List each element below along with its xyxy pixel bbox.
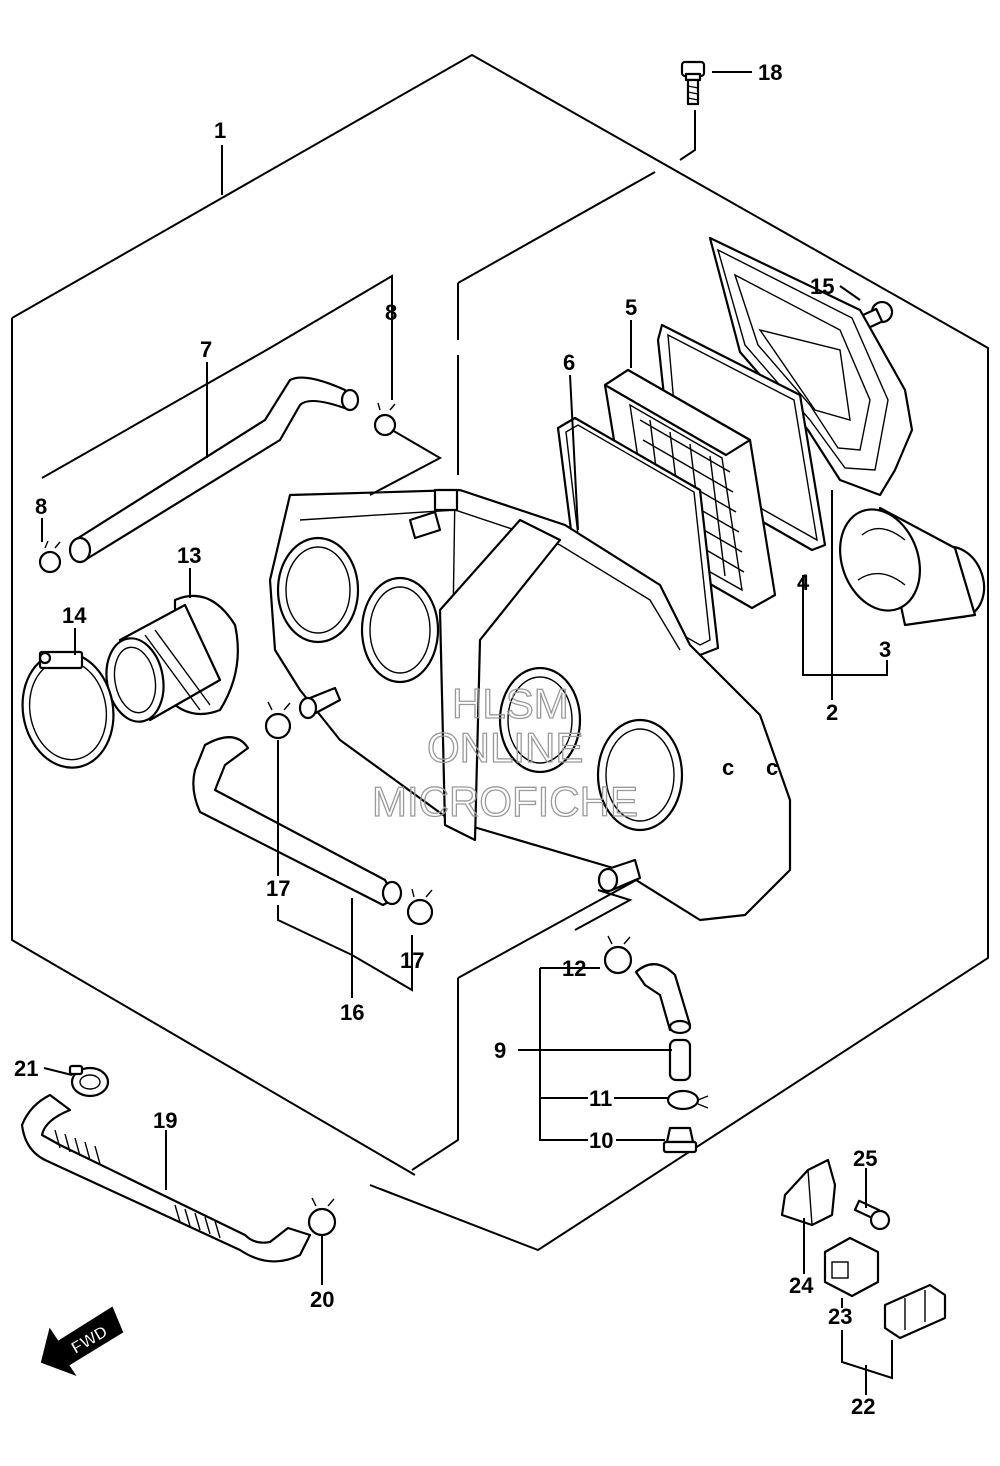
drain-plug-10 [662, 1126, 698, 1154]
watermark: HLSM ONLINE MICROFICHE [371, 679, 638, 825]
callout-8-upper: 8 [385, 300, 397, 325]
box-outlet-stubs [298, 686, 642, 893]
clamp-8-left [38, 540, 62, 574]
callout-7: 7 [200, 337, 212, 362]
callout-3: 3 [879, 637, 891, 662]
callout-23: 23 [828, 1304, 852, 1329]
callout-14: 14 [62, 603, 87, 628]
bolt-25 [853, 1199, 891, 1231]
callout-13: 13 [177, 543, 201, 568]
clamp-21 [68, 1064, 110, 1098]
breather-hose-17 [192, 736, 403, 907]
clamp-11 [666, 1089, 709, 1111]
callout-22: 22 [851, 1394, 875, 1419]
watermark-line2: ONLINE [427, 724, 583, 771]
clamp-17-left [264, 701, 292, 740]
hose-clamp-14 [21, 650, 115, 769]
callout-20: 20 [310, 1287, 334, 1312]
intake-funnel [839, 506, 986, 627]
callout-21: 21 [14, 1056, 38, 1081]
air-cleaner-box: c c [268, 488, 792, 922]
clamp-20 [307, 1197, 337, 1237]
callout-6: 6 [563, 350, 575, 375]
callout-4: 4 [797, 570, 810, 595]
callout-11: 11 [589, 1086, 612, 1111]
callout-5: 5 [625, 295, 637, 320]
connector-22 [883, 1283, 947, 1340]
callout-24: 24 [789, 1273, 814, 1298]
callout-15: 15 [810, 274, 834, 299]
watermark-line1: HLSM [452, 680, 569, 727]
intake-boot-13 [105, 594, 239, 723]
callout-8-lower: 8 [35, 494, 47, 519]
bolt-18 [680, 60, 706, 106]
watermark-line3: MICROFICHE [372, 778, 638, 825]
bracket-24 [780, 1158, 837, 1227]
callout-16: 16 [340, 1000, 364, 1025]
callout-2: 2 [826, 700, 838, 725]
breather-hose-19 [20, 1093, 312, 1263]
callout-1: 1 [214, 118, 226, 143]
svg-text:c: c [722, 755, 734, 780]
drain-hose-9 [634, 963, 692, 1082]
relay-23 [823, 1236, 880, 1298]
assembly-outline [11, 53, 989, 1252]
clamp-17-right [406, 888, 434, 926]
callout-10: 10 [589, 1128, 613, 1153]
callout-17-right: 17 [400, 948, 424, 973]
svg-text:c: c [766, 755, 778, 780]
callout-9: 9 [494, 1038, 506, 1063]
callout-labels: 1 2 3 4 5 6 7 8 8 9 10 11 12 13 14 15 16… [14, 60, 891, 1419]
callout-17-left: 17 [266, 876, 290, 901]
callout-19: 19 [153, 1108, 177, 1133]
clamp-12 [603, 935, 633, 975]
callout-12: 12 [562, 956, 586, 981]
breather-hose-7 [68, 376, 360, 564]
callout-25: 25 [853, 1146, 877, 1171]
clamp-8-right [373, 402, 397, 437]
leader-lines [41, 71, 893, 1395]
fwd-direction-arrow: FWD [40, 1306, 124, 1377]
callout-18: 18 [758, 60, 782, 85]
